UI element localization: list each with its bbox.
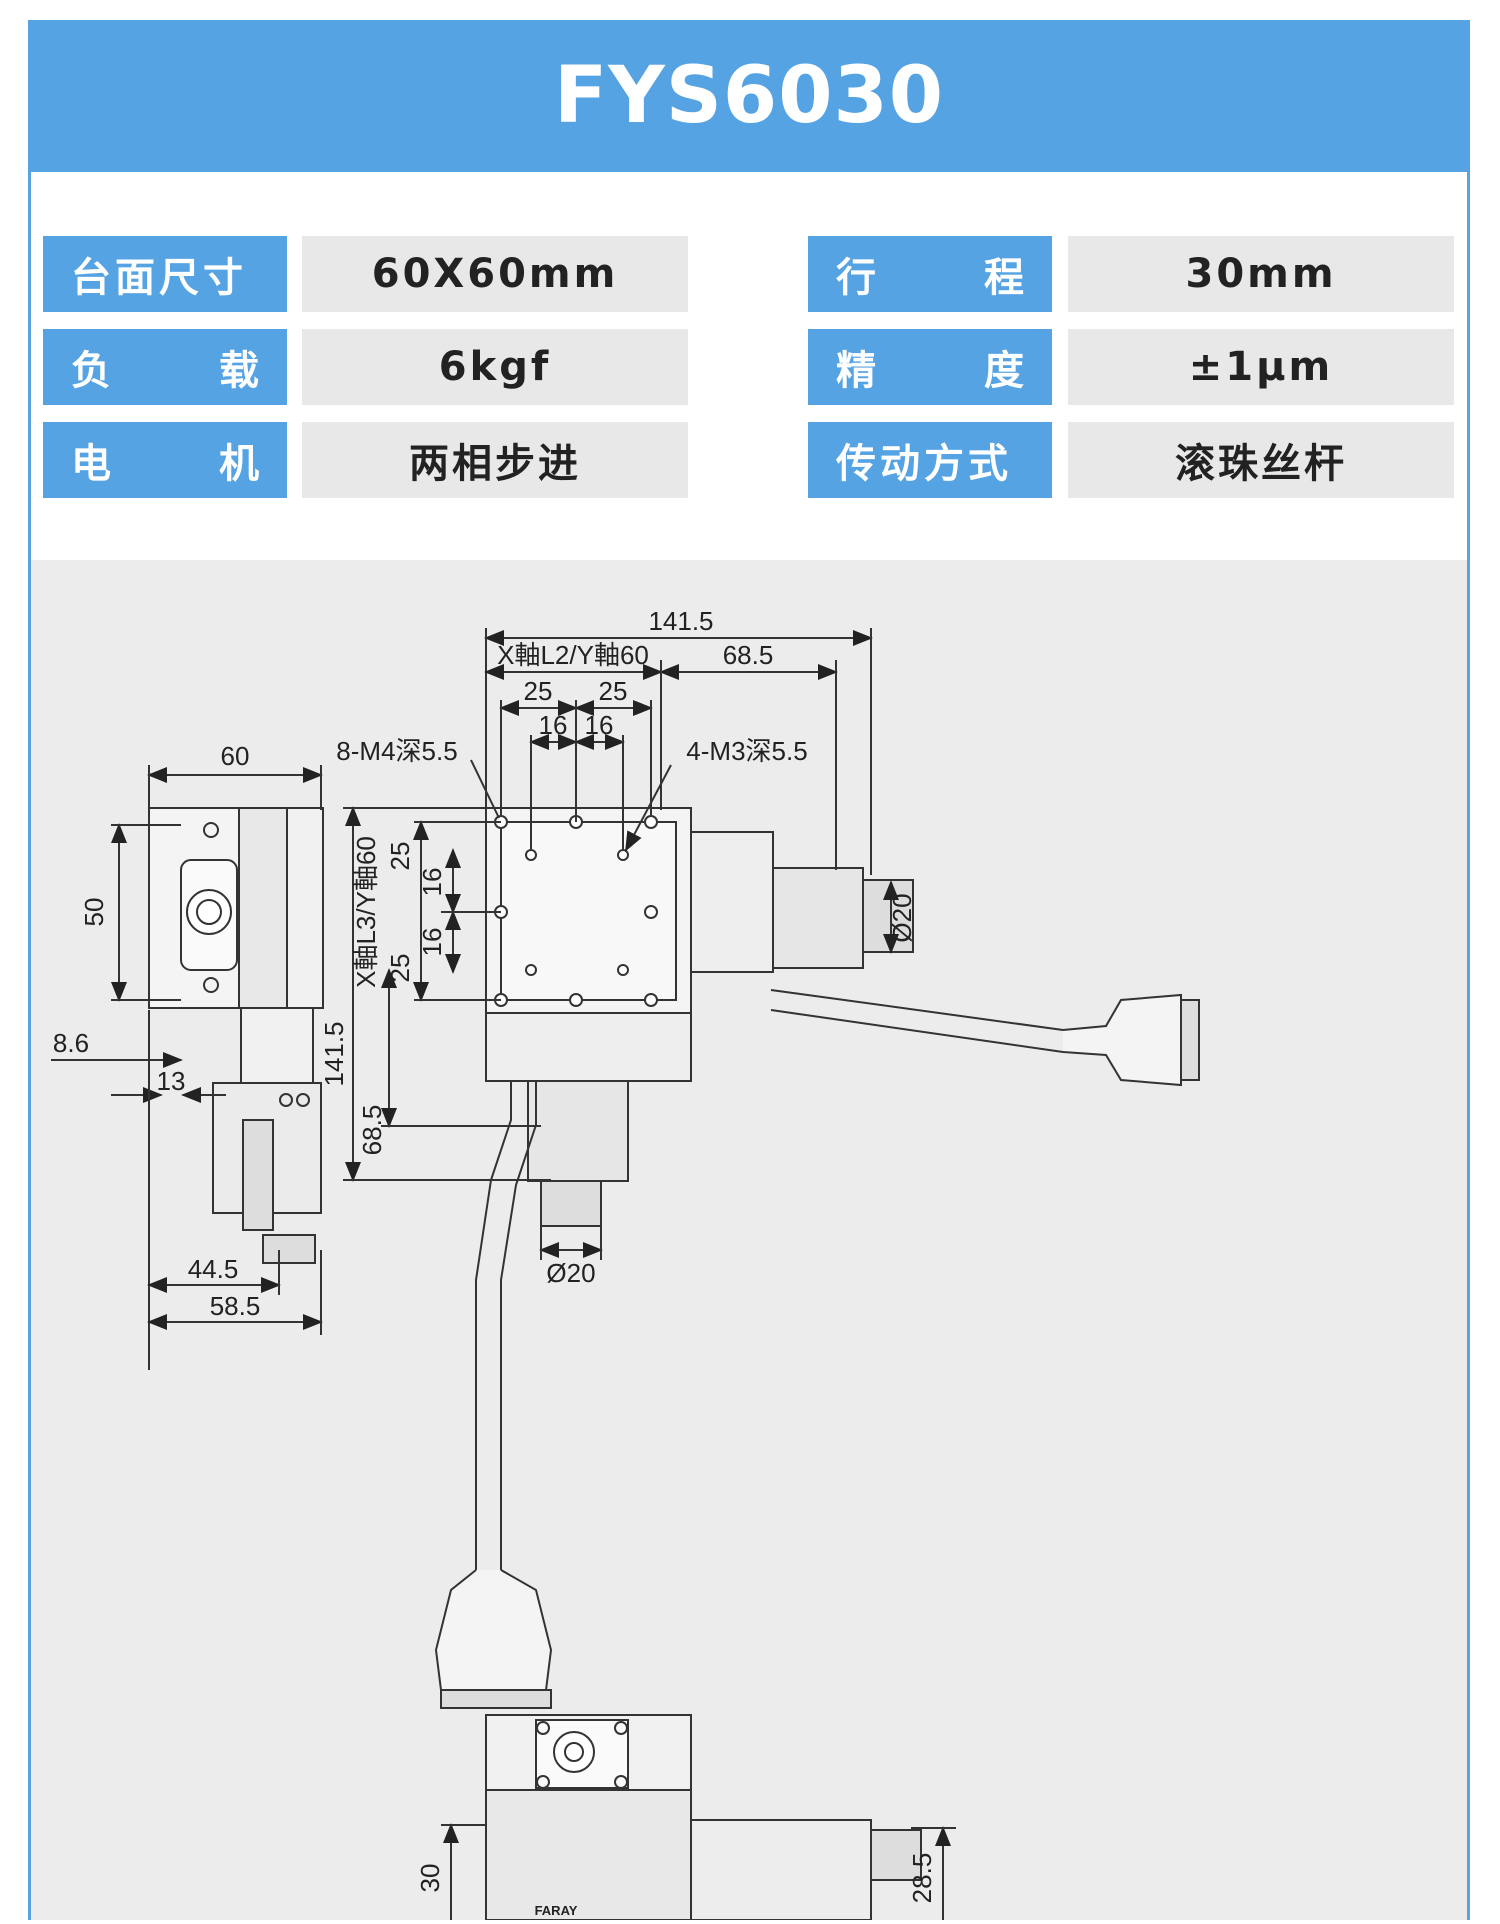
spec-label-load: 负载 [43, 329, 287, 405]
accuracy-label-char-2: 度 [984, 348, 1024, 394]
spec-label-travel: 行程 [808, 236, 1052, 312]
dim-top-y-axis: X軸L3/Y軸60 [351, 836, 381, 988]
dimension-labels: 60 50 8.6 13 44.5 58.5 141.5 X軸L2/Y軸60 6… [53, 606, 937, 1918]
dim-knob-right: Ø20 [887, 893, 917, 942]
travel-label-char-1: 行 [836, 255, 876, 301]
spec-label-accuracy: 精度 [808, 329, 1052, 405]
dim-v-16a: 16 [417, 868, 447, 897]
spec-label-drive: 传动方式 [808, 422, 1052, 498]
spec-label-motor: 电机 [43, 422, 287, 498]
product-title: FYS6030 [553, 51, 945, 141]
dim-pitch-a: 25 [524, 676, 553, 706]
accuracy-label-char-1: 精 [836, 348, 876, 394]
top-view [343, 628, 1200, 1709]
load-label-char-2: 载 [219, 348, 259, 394]
dim-pitch-c: 16 [539, 710, 568, 740]
dim-side-offset-a: 8.6 [53, 1028, 89, 1058]
spec-value-motor: 两相步进 [302, 422, 688, 498]
travel-label-char-2: 程 [984, 255, 1024, 301]
dim-pitch-d: 16 [585, 710, 614, 740]
motor-label-char-2: 机 [219, 441, 259, 487]
dim-v-25b: 25 [385, 954, 415, 983]
spec-value-travel: 30mm [1068, 236, 1454, 312]
dim-v-25a: 25 [385, 842, 415, 871]
dim-top-motor-width: 68.5 [723, 640, 774, 670]
dim-pitch-b: 25 [599, 676, 628, 706]
dim-top-motor-height: 68.5 [357, 1105, 387, 1156]
spec-value-drive: 滚珠丝杆 [1068, 422, 1454, 498]
load-label-char-1: 负 [71, 348, 111, 394]
brand-label: FARAY [535, 1903, 578, 1918]
note-m3-holes: 4-M3深5.5 [686, 736, 807, 766]
title-banner: FYS6030 [28, 20, 1470, 172]
spec-value-load: 6kgf [302, 329, 688, 405]
dim-top-total-width: 141.5 [648, 606, 713, 636]
dim-knob-bottom: Ø20 [546, 1258, 595, 1288]
dim-top-total-height: 141.5 [319, 1021, 349, 1086]
dimension-drawing-svg: 60 50 8.6 13 44.5 58.5 141.5 X軸L2/Y軸60 6… [51, 606, 1200, 1921]
dim-top-x-axis: X軸L2/Y軸60 [497, 640, 649, 670]
dim-side-height: 50 [79, 898, 109, 927]
dim-side-offset-b: 13 [157, 1066, 186, 1096]
dim-v-16b: 16 [417, 928, 447, 957]
motor-label-char-1: 电 [71, 441, 111, 487]
front-view [441, 1714, 956, 1921]
dim-side-depth-a: 44.5 [188, 1254, 239, 1284]
technical-drawing: 60 50 8.6 13 44.5 58.5 141.5 X軸L2/Y軸60 6… [31, 560, 1467, 1921]
note-m4-holes: 8-M4深5.5 [336, 736, 457, 766]
dim-front-right: 28.5 [907, 1853, 937, 1904]
side-view [51, 765, 324, 1370]
dim-side-depth-b: 58.5 [210, 1291, 261, 1321]
dim-side-width: 60 [221, 741, 250, 771]
spec-value-accuracy: ±1μm [1068, 329, 1454, 405]
spec-label-table-size: 台面尺寸 [43, 236, 287, 312]
dim-front-left: 30 [415, 1864, 445, 1893]
spec-value-table-size: 60X60mm [302, 236, 688, 312]
